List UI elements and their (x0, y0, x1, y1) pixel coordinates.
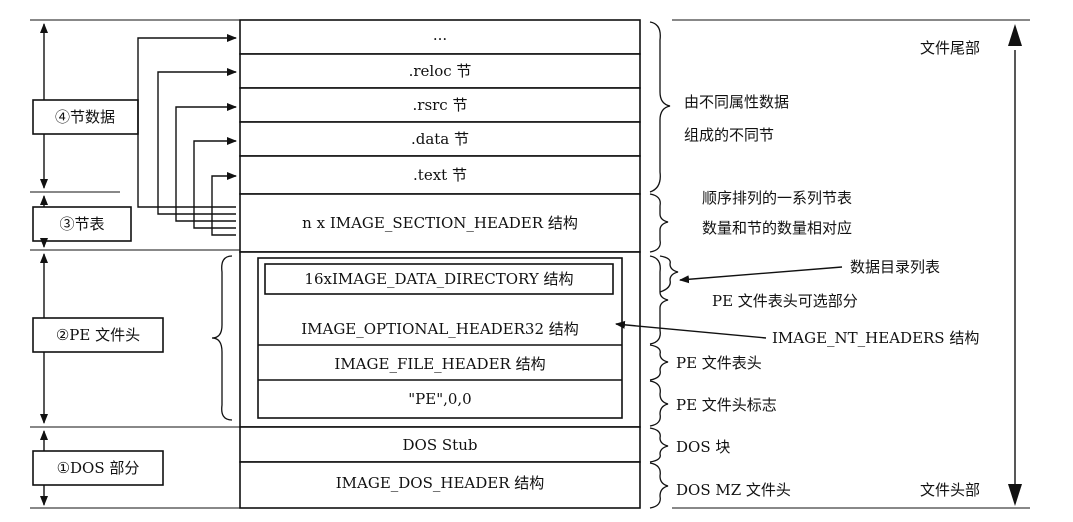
note-dos-block: DOS 块 (676, 438, 730, 456)
arrow-data-dir-list (679, 266, 843, 284)
brace-dos-stub (649, 427, 669, 463)
label-text: .text 节 (413, 166, 467, 184)
brace-dos-header (649, 462, 669, 509)
note-table-desc-2: 数量和节的数量相对应 (702, 219, 852, 237)
pointer-to-rsrc (175, 103, 237, 222)
section-stack (239, 19, 641, 509)
brace-data-directory (659, 255, 679, 293)
left-label-section-data: ④节数据 (55, 108, 115, 126)
label-data-directory: 16xIMAGE_DATA_DIRECTORY 结构 (304, 270, 573, 288)
left-label-section-table: ③节表 (59, 215, 104, 233)
arrow-nt-headers (615, 320, 767, 339)
brace-file-header (649, 344, 669, 381)
box-section-header (239, 193, 641, 253)
note-file-tail: 文件尾部 (920, 39, 980, 57)
note-sections-desc-1: 由不同属性数据 (684, 93, 789, 111)
section-pointer-arrows (137, 34, 237, 236)
brace-section-table (649, 193, 669, 253)
note-nt-headers: IMAGE_NT_HEADERS 结构 (772, 329, 979, 347)
label-reloc: .reloc 节 (409, 62, 472, 80)
pointer-to-reloc (157, 68, 237, 215)
note-file-header-desc: PE 文件表头 (676, 354, 762, 372)
label-file-header: IMAGE_FILE_HEADER 结构 (334, 355, 545, 373)
brace-sections (649, 21, 671, 193)
label-rsrc: .rsrc 节 (413, 96, 468, 114)
note-file-head: 文件头部 (920, 481, 980, 499)
left-box-section-table (32, 206, 132, 242)
file-span-arrow-bottom (1008, 484, 1022, 506)
pointer-to-text (211, 172, 237, 236)
label-dos-header: IMAGE_DOS_HEADER 结构 (336, 474, 545, 492)
box-reloc (239, 53, 641, 89)
note-sections-desc-2: 组成的不同节 (684, 126, 774, 144)
note-dos-mz: DOS MZ 文件头 (676, 481, 791, 499)
pointer-to-data (193, 137, 237, 229)
label-data: .data 节 (411, 130, 469, 148)
box-dos-header (239, 461, 641, 509)
label-pe-signature: "PE",0,0 (408, 390, 471, 408)
pointer-to-ellipsis (137, 34, 237, 208)
label-optional-header: IMAGE_OPTIONAL_HEADER32 结构 (301, 320, 579, 338)
label-dos-stub: DOS Stub (403, 436, 478, 454)
left-label-pe-header: ②PE 文件头 (56, 326, 140, 344)
box-rsrc (239, 87, 641, 123)
brace-optional-header (649, 255, 669, 345)
note-pe-signature-desc: PE 文件头标志 (676, 396, 777, 414)
left-box-dos-part (32, 450, 164, 486)
note-data-dir-list: 数据目录列表 (850, 258, 940, 276)
note-optional-part: PE 文件表头可选部分 (712, 292, 858, 310)
file-span-arrow-top (1008, 24, 1022, 46)
right-braces (649, 21, 679, 509)
brace-pe-header-left (211, 255, 233, 421)
left-label-dos-part: ①DOS 部分 (57, 459, 140, 477)
note-table-desc-1: 顺序排列的一系列节表 (702, 189, 852, 207)
label-section-header: n x IMAGE_SECTION_HEADER 结构 (302, 214, 578, 232)
left-box-pe-header (32, 317, 164, 353)
label-ellipsis: ... (433, 26, 447, 44)
box-text (239, 155, 641, 195)
box-data-directory (264, 263, 614, 295)
brace-pe-signature (649, 380, 669, 427)
